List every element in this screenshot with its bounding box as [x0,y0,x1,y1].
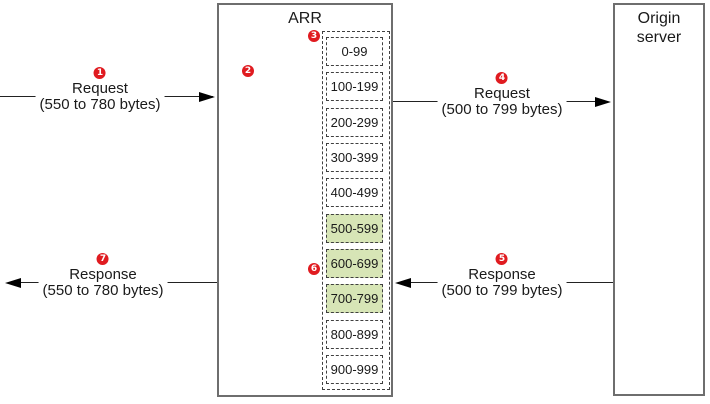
range-cell-800-899: 800-899 [326,319,383,349]
label-response-in-detail: (500 to 799 bytes) [441,282,563,299]
origin-server-title: Origin server [636,10,682,46]
label-request-out-detail: (500 to 799 bytes) [441,101,563,118]
step-badge-2: 2 [242,65,254,77]
arrowhead-right-icon [199,92,215,102]
range-cell-0-99: 0-99 [326,37,383,66]
step-badge-6: 6 [308,263,320,275]
label-response-out-detail: (550 to 780 bytes) [42,282,164,299]
range-cell-300-399: 300-399 [326,142,383,172]
range-cell-900-999: 900-999 [326,354,383,384]
label-request-in-detail: (550 to 780 bytes) [39,96,161,113]
label-response-out: 7 Response (550 to 780 bytes) [38,253,168,299]
label-request-out: 4 Request (500 to 799 bytes) [437,72,567,118]
label-response-in-title: Response [468,266,536,283]
range-cell-600-699: 600-699 [326,248,383,278]
range-cell-500-599: 500-599 [326,213,383,243]
range-cell-100-199: 100-199 [326,72,383,102]
arrowhead-left-icon [5,278,21,288]
range-cell-400-499: 400-499 [326,178,383,208]
arrowhead-left-icon [395,278,411,288]
label-request-in-title: Request [72,80,128,97]
arr-box-title: ARR [288,10,322,27]
arrowhead-right-icon [595,97,611,107]
step-badge-1: 1 [93,67,106,79]
byte-range-stack: 0-99 100-199 200-299 300-399 400-499 500… [322,31,390,390]
label-request-out-title: Request [474,85,530,102]
label-response-out-title: Response [69,266,137,283]
step-badge-5: 5 [495,253,508,265]
step-badge-7: 7 [96,253,109,265]
label-response-in: 5 Response (500 to 799 bytes) [437,253,567,299]
origin-server-box: Origin server [613,3,705,396]
step-badge-3: 3 [308,30,320,42]
range-cell-700-799: 700-799 [326,284,383,314]
label-request-in: 1 Request (550 to 780 bytes) [35,67,165,113]
step-badge-4: 4 [495,72,508,84]
range-cell-200-299: 200-299 [326,107,383,137]
